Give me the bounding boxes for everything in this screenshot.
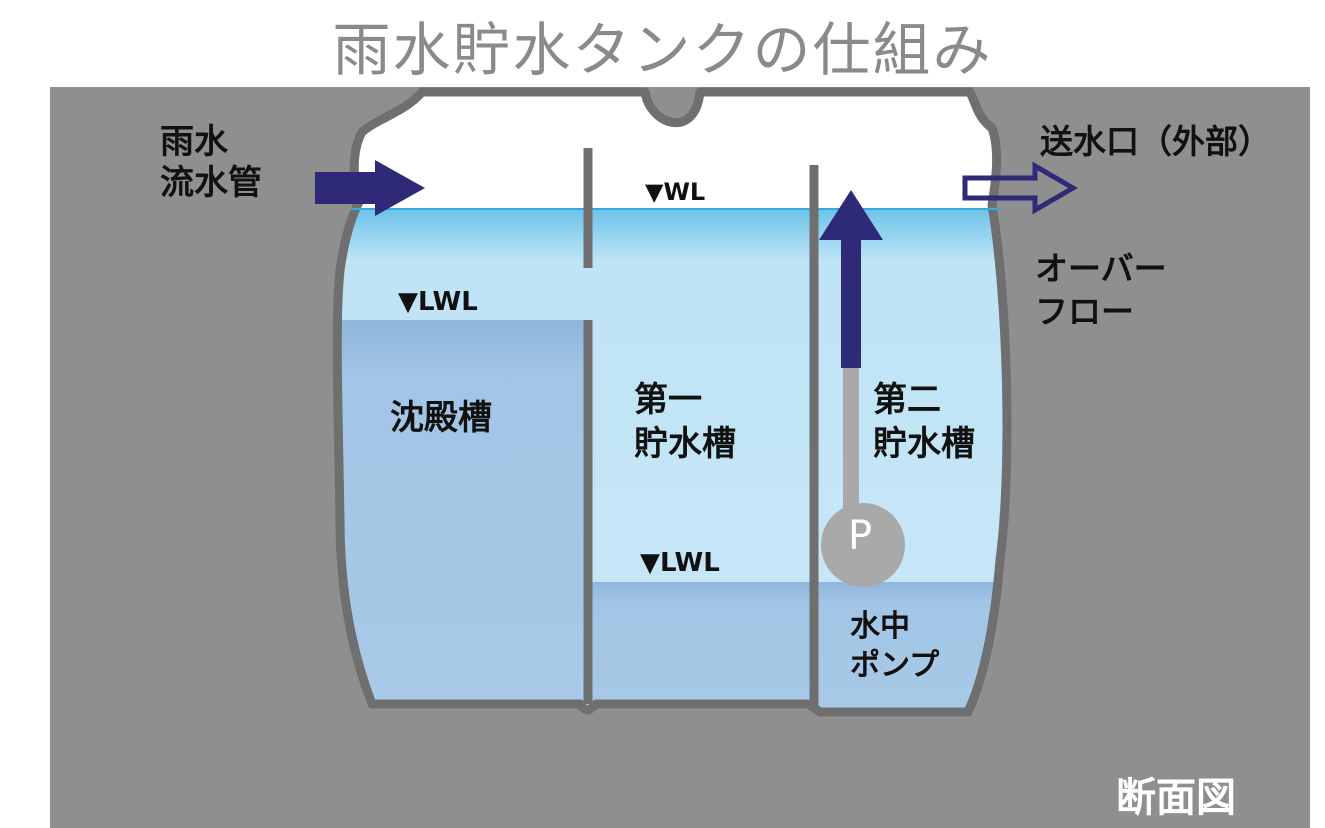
submersible-pump-label: 水中 ポンプ (850, 609, 940, 683)
sedimentation-tank-label: 沈殿槽 (390, 398, 492, 438)
water-first-tank-lower (588, 582, 814, 712)
tank-wall (332, 87, 1012, 717)
lwl-middle-label: ▼LWL (640, 548, 720, 578)
first-storage-tank-label: 第一 貯水槽 (634, 380, 736, 465)
outlet-arrow-icon (962, 161, 1078, 215)
inflow-pipe-label: 雨水 流水管 (160, 122, 262, 203)
pump-pipe (843, 365, 859, 525)
lwl-left-label: ▼LWL (398, 287, 478, 317)
pump-icon (821, 503, 905, 587)
pump-symbol-label: P (848, 513, 873, 559)
cross-section-label: 断面図 (1116, 775, 1236, 821)
water-sedimentation-lower (337, 320, 588, 712)
pump-lift-arrow-shaft (841, 238, 861, 368)
overflow-label: オーバー フロー (1035, 249, 1167, 331)
outlet-label: 送水口（外部） (1040, 122, 1271, 161)
diagram-title: 雨水貯水タンクの仕組み (332, 16, 993, 84)
second-storage-tank-label: 第二 貯水槽 (873, 380, 975, 465)
wl-label: ▼WL (645, 178, 706, 206)
pump-lift-arrow-icon (819, 190, 883, 240)
inflow-arrow-icon (315, 160, 425, 216)
